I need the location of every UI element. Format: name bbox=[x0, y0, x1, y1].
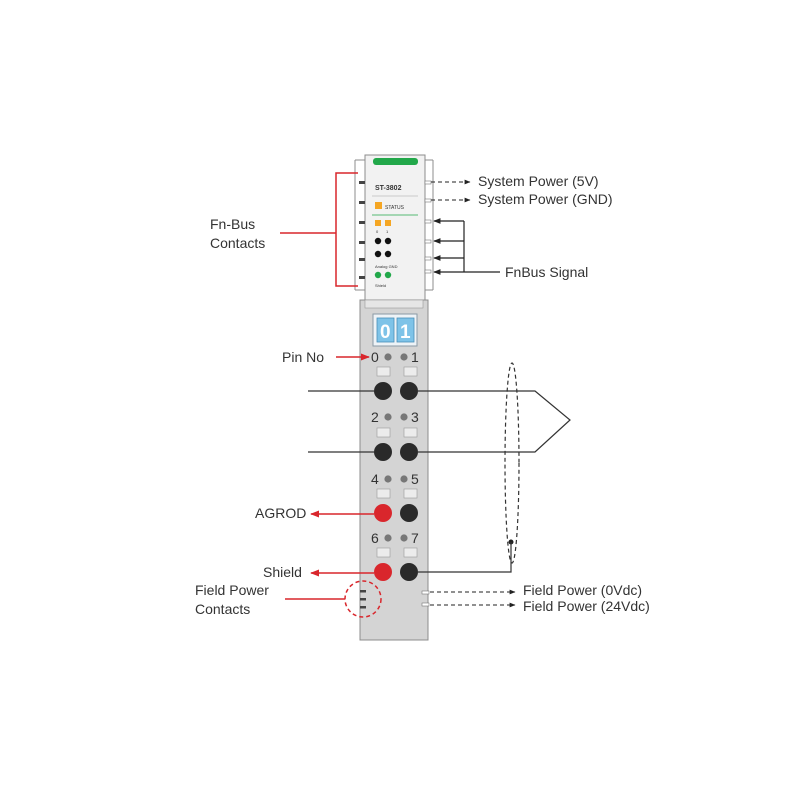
display-digit-0: 0 bbox=[380, 322, 391, 343]
label-agrod: AGROD bbox=[255, 505, 306, 521]
system-power-lines: System Power (5V) System Power (GND) bbox=[431, 173, 613, 207]
pin-no-callout: Pin No bbox=[282, 349, 370, 365]
display-digit-0-box bbox=[376, 317, 395, 343]
io-module: ST-3802 STATUS 0 1 Analog GND Shield bbox=[354, 154, 434, 641]
pin-number-4: 4 bbox=[371, 471, 379, 487]
terminal-dot bbox=[384, 250, 392, 258]
terminal-3 bbox=[400, 443, 418, 461]
channel-led-1 bbox=[385, 220, 391, 226]
shield-dot bbox=[374, 271, 382, 279]
field-power-contacts-highlight bbox=[344, 580, 382, 618]
terminal-dot bbox=[384, 237, 392, 245]
terminal-4-agrod bbox=[374, 504, 392, 522]
label-field-power-0vdc: Field Power (0Vdc) bbox=[523, 582, 642, 598]
shield-callout: Shield bbox=[263, 564, 374, 580]
pin-number-5: 5 bbox=[411, 471, 419, 487]
module-model-label: ST-3802 bbox=[375, 185, 402, 192]
terminal-dot bbox=[374, 250, 382, 258]
display-digit-1-box bbox=[396, 317, 415, 343]
pin-number-2: 2 bbox=[371, 409, 379, 425]
pin-number-0: 0 bbox=[371, 349, 379, 365]
channel-led-0 bbox=[375, 220, 381, 226]
terminal-6-shield bbox=[374, 563, 392, 581]
terminal-1 bbox=[400, 382, 418, 400]
module-upper-housing bbox=[364, 154, 426, 301]
terminal-2 bbox=[374, 443, 392, 461]
label-field-power-24vdc: Field Power (24Vdc) bbox=[523, 598, 650, 614]
fnbus-signal-lines: FnBus Signal bbox=[433, 218, 588, 280]
label-field-power-contacts-line2: Contacts bbox=[195, 601, 250, 617]
label-fn-bus-contacts-line1: Fn-Bus bbox=[210, 216, 255, 232]
display-digit-1: 1 bbox=[400, 322, 411, 343]
fn-bus-contacts-callout: Fn-Bus Contacts bbox=[210, 172, 358, 287]
terminal-5 bbox=[400, 504, 418, 522]
pin-number-3: 3 bbox=[411, 409, 419, 425]
signal-wiring bbox=[308, 362, 571, 573]
label-fn-bus-contacts-line2: Contacts bbox=[210, 235, 265, 251]
label-system-power-gnd: System Power (GND) bbox=[478, 191, 613, 207]
shield-dot bbox=[384, 271, 392, 279]
channel-led-0-label: 0 bbox=[376, 229, 379, 234]
status-led bbox=[375, 202, 382, 209]
terminal-7 bbox=[400, 563, 418, 581]
terminal-0 bbox=[374, 382, 392, 400]
cable-shield bbox=[504, 362, 520, 564]
agrod-callout: AGROD bbox=[255, 505, 374, 521]
pin-number-1: 1 bbox=[411, 349, 419, 365]
terminal-dot bbox=[374, 237, 382, 245]
label-field-power-contacts-line1: Field Power bbox=[195, 582, 269, 598]
pin-number-6: 6 bbox=[371, 530, 379, 546]
label-system-power-5v: System Power (5V) bbox=[478, 173, 599, 189]
pin-number-7: 7 bbox=[411, 530, 419, 546]
channel-led-1-label: 1 bbox=[386, 229, 389, 234]
field-power-lines: Field Power (0Vdc) Field Power (24Vdc) bbox=[430, 582, 650, 614]
analog-gnd-label: Analog GND bbox=[375, 264, 398, 269]
label-fnbus-signal: FnBus Signal bbox=[505, 264, 588, 280]
label-shield: Shield bbox=[263, 564, 302, 580]
status-label: STATUS bbox=[385, 205, 405, 211]
field-power-contacts-callout: Field Power Contacts bbox=[195, 580, 382, 618]
green-status-bar bbox=[373, 158, 418, 165]
shield-dot-label: Shield bbox=[375, 283, 386, 288]
label-pin-no: Pin No bbox=[282, 349, 324, 365]
